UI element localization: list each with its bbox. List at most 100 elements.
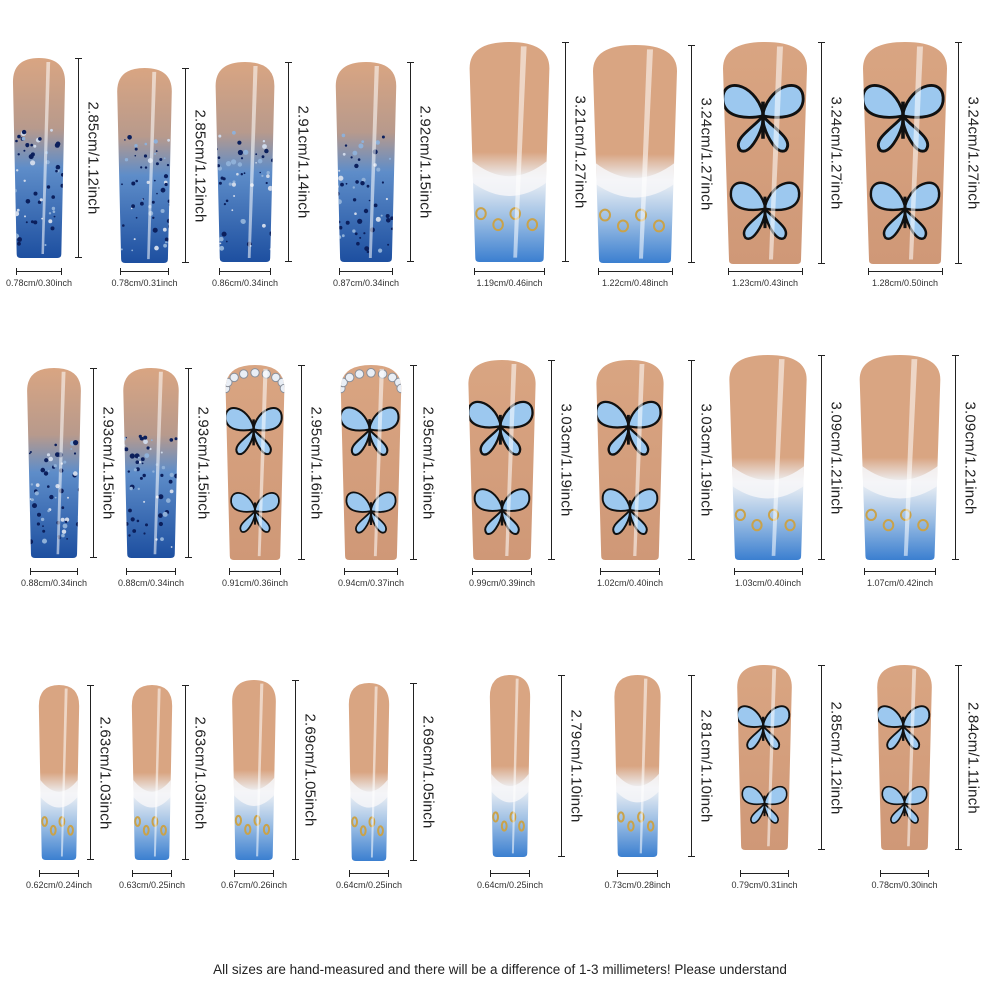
length-bracket <box>292 680 299 860</box>
width-measure: 0.73cm/0.28inch <box>604 870 671 890</box>
nail-glitter <box>8 58 70 258</box>
length-bracket <box>185 368 192 558</box>
width-measure: 1.03cm/0.40inch <box>733 568 803 588</box>
width-measure: 0.99cm/0.39inch <box>468 568 536 588</box>
nail-butterfly <box>715 42 815 264</box>
width-measure: 0.64cm/0.25inch <box>336 870 402 890</box>
nail-butterfly-rhinestone <box>335 365 407 560</box>
width-measure: 0.67cm/0.26inch <box>221 870 287 890</box>
nail-butterfly <box>462 360 542 560</box>
width-label: 0.79cm/0.31inch <box>731 880 798 890</box>
length-measure: 3.09cm/1.21inch <box>818 355 848 560</box>
length-label: 2.93cm/1.15inch <box>99 406 117 520</box>
width-label: 0.86cm/0.34inch <box>211 278 279 288</box>
width-label: 0.67cm/0.26inch <box>220 880 288 890</box>
width-bracket <box>234 870 274 877</box>
width-bracket <box>39 870 79 877</box>
width-measure: 0.63cm/0.25inch <box>119 870 185 890</box>
length-bracket <box>558 675 565 857</box>
width-label: 0.62cm/0.24inch <box>25 880 93 890</box>
length-bracket <box>90 368 97 558</box>
width-measure: 1.28cm/0.50inch <box>867 268 943 288</box>
nail-french <box>462 42 557 262</box>
width-measure: 0.78cm/0.31inch <box>111 268 178 288</box>
width-label: 0.78cm/0.31inch <box>111 278 178 288</box>
width-bracket <box>218 268 272 275</box>
width-label: 1.19cm/0.46inch <box>476 278 543 288</box>
length-label: 2.95cm/1.16inch <box>419 405 437 520</box>
nail-french <box>228 680 280 860</box>
nail-french <box>35 685 83 860</box>
width-label: 0.64cm/0.25inch <box>335 880 403 890</box>
width-label: 0.78cm/0.30inch <box>5 278 73 288</box>
nail-glitter <box>118 368 184 558</box>
width-bracket <box>126 568 176 575</box>
width-label: 0.91cm/0.36inch <box>221 578 289 588</box>
width-measure: 0.88cm/0.34inch <box>118 568 184 588</box>
width-measure: 1.02cm/0.40inch <box>596 568 664 588</box>
width-label: 1.03cm/0.40inch <box>734 578 802 588</box>
length-measure: 2.92cm/1.15inch <box>407 62 437 262</box>
width-label: 0.99cm/0.39inch <box>468 578 536 588</box>
width-measure: 0.64cm/0.25inch <box>477 870 543 890</box>
width-bracket <box>120 268 169 275</box>
length-label: 2.93cm/1.15inch <box>194 406 212 520</box>
width-measure: 0.88cm/0.34inch <box>21 568 87 588</box>
length-label: 2.95cm/1.16inch <box>307 405 325 520</box>
width-measure: 0.62cm/0.24inch <box>26 870 92 890</box>
length-bracket <box>298 365 305 560</box>
nail-french <box>345 683 393 861</box>
length-measure: 2.93cm/1.15inch <box>90 368 120 558</box>
width-bracket <box>472 568 532 575</box>
width-bracket <box>473 268 546 275</box>
length-label: 2.79cm/1.10inch <box>567 709 585 823</box>
width-measure: 0.91cm/0.36inch <box>222 568 288 588</box>
footnote: All sizes are hand-measured and there wi… <box>213 962 787 977</box>
width-label: 0.63cm/0.25inch <box>118 880 186 890</box>
width-measure: 0.94cm/0.37inch <box>338 568 404 588</box>
nail-glitter <box>22 368 86 558</box>
length-measure: 3.24cm/1.27inch <box>955 42 985 264</box>
nail-butterfly <box>590 360 670 560</box>
width-bracket <box>597 268 673 275</box>
nail-glitter <box>112 68 177 263</box>
length-bracket <box>688 360 695 560</box>
length-bracket <box>410 683 417 861</box>
width-bracket <box>15 268 63 275</box>
length-label: 3.24cm/1.27inch <box>827 96 845 210</box>
width-bracket <box>740 870 789 877</box>
length-bracket <box>407 62 414 262</box>
width-bracket <box>880 870 929 877</box>
width-bracket <box>339 268 393 275</box>
length-label: 3.03cm/1.19inch <box>697 403 715 517</box>
width-label: 1.22cm/0.48inch <box>601 278 669 288</box>
width-label: 0.87cm/0.34inch <box>332 278 400 288</box>
length-bracket <box>688 45 695 263</box>
length-measure: 2.91cm/1.14inch <box>285 62 315 262</box>
length-bracket <box>818 42 825 264</box>
length-label: 3.24cm/1.27inch <box>697 97 715 211</box>
width-measure: 0.86cm/0.34inch <box>212 268 278 288</box>
length-bracket <box>182 685 189 860</box>
width-label: 0.94cm/0.37inch <box>337 578 405 588</box>
width-label: 1.28cm/0.50inch <box>871 278 939 288</box>
length-bracket <box>955 42 962 264</box>
length-measure: 2.63cm/1.03inch <box>87 685 117 860</box>
width-label: 0.88cm/0.34inch <box>117 578 185 588</box>
nail-french <box>585 45 685 263</box>
length-label: 3.03cm/1.19inch <box>557 403 575 517</box>
nail-butterfly <box>872 665 937 850</box>
length-measure: 3.24cm/1.27inch <box>818 42 848 264</box>
length-label: 2.91cm/1.14inch <box>294 105 312 219</box>
length-bracket <box>182 68 189 263</box>
width-measure: 1.22cm/0.48inch <box>597 268 673 288</box>
width-measure: 1.07cm/0.42inch <box>864 568 936 588</box>
length-label: 3.09cm/1.21inch <box>827 400 845 515</box>
length-bracket <box>818 665 825 850</box>
width-label: 1.23cm/0.43inch <box>731 278 799 288</box>
width-label: 1.02cm/0.40inch <box>596 578 664 588</box>
length-measure: 2.84cm/1.11inch <box>955 665 985 850</box>
length-label: 2.85cm/1.12inch <box>827 700 845 815</box>
length-measure: 2.85cm/1.12inch <box>182 68 212 263</box>
